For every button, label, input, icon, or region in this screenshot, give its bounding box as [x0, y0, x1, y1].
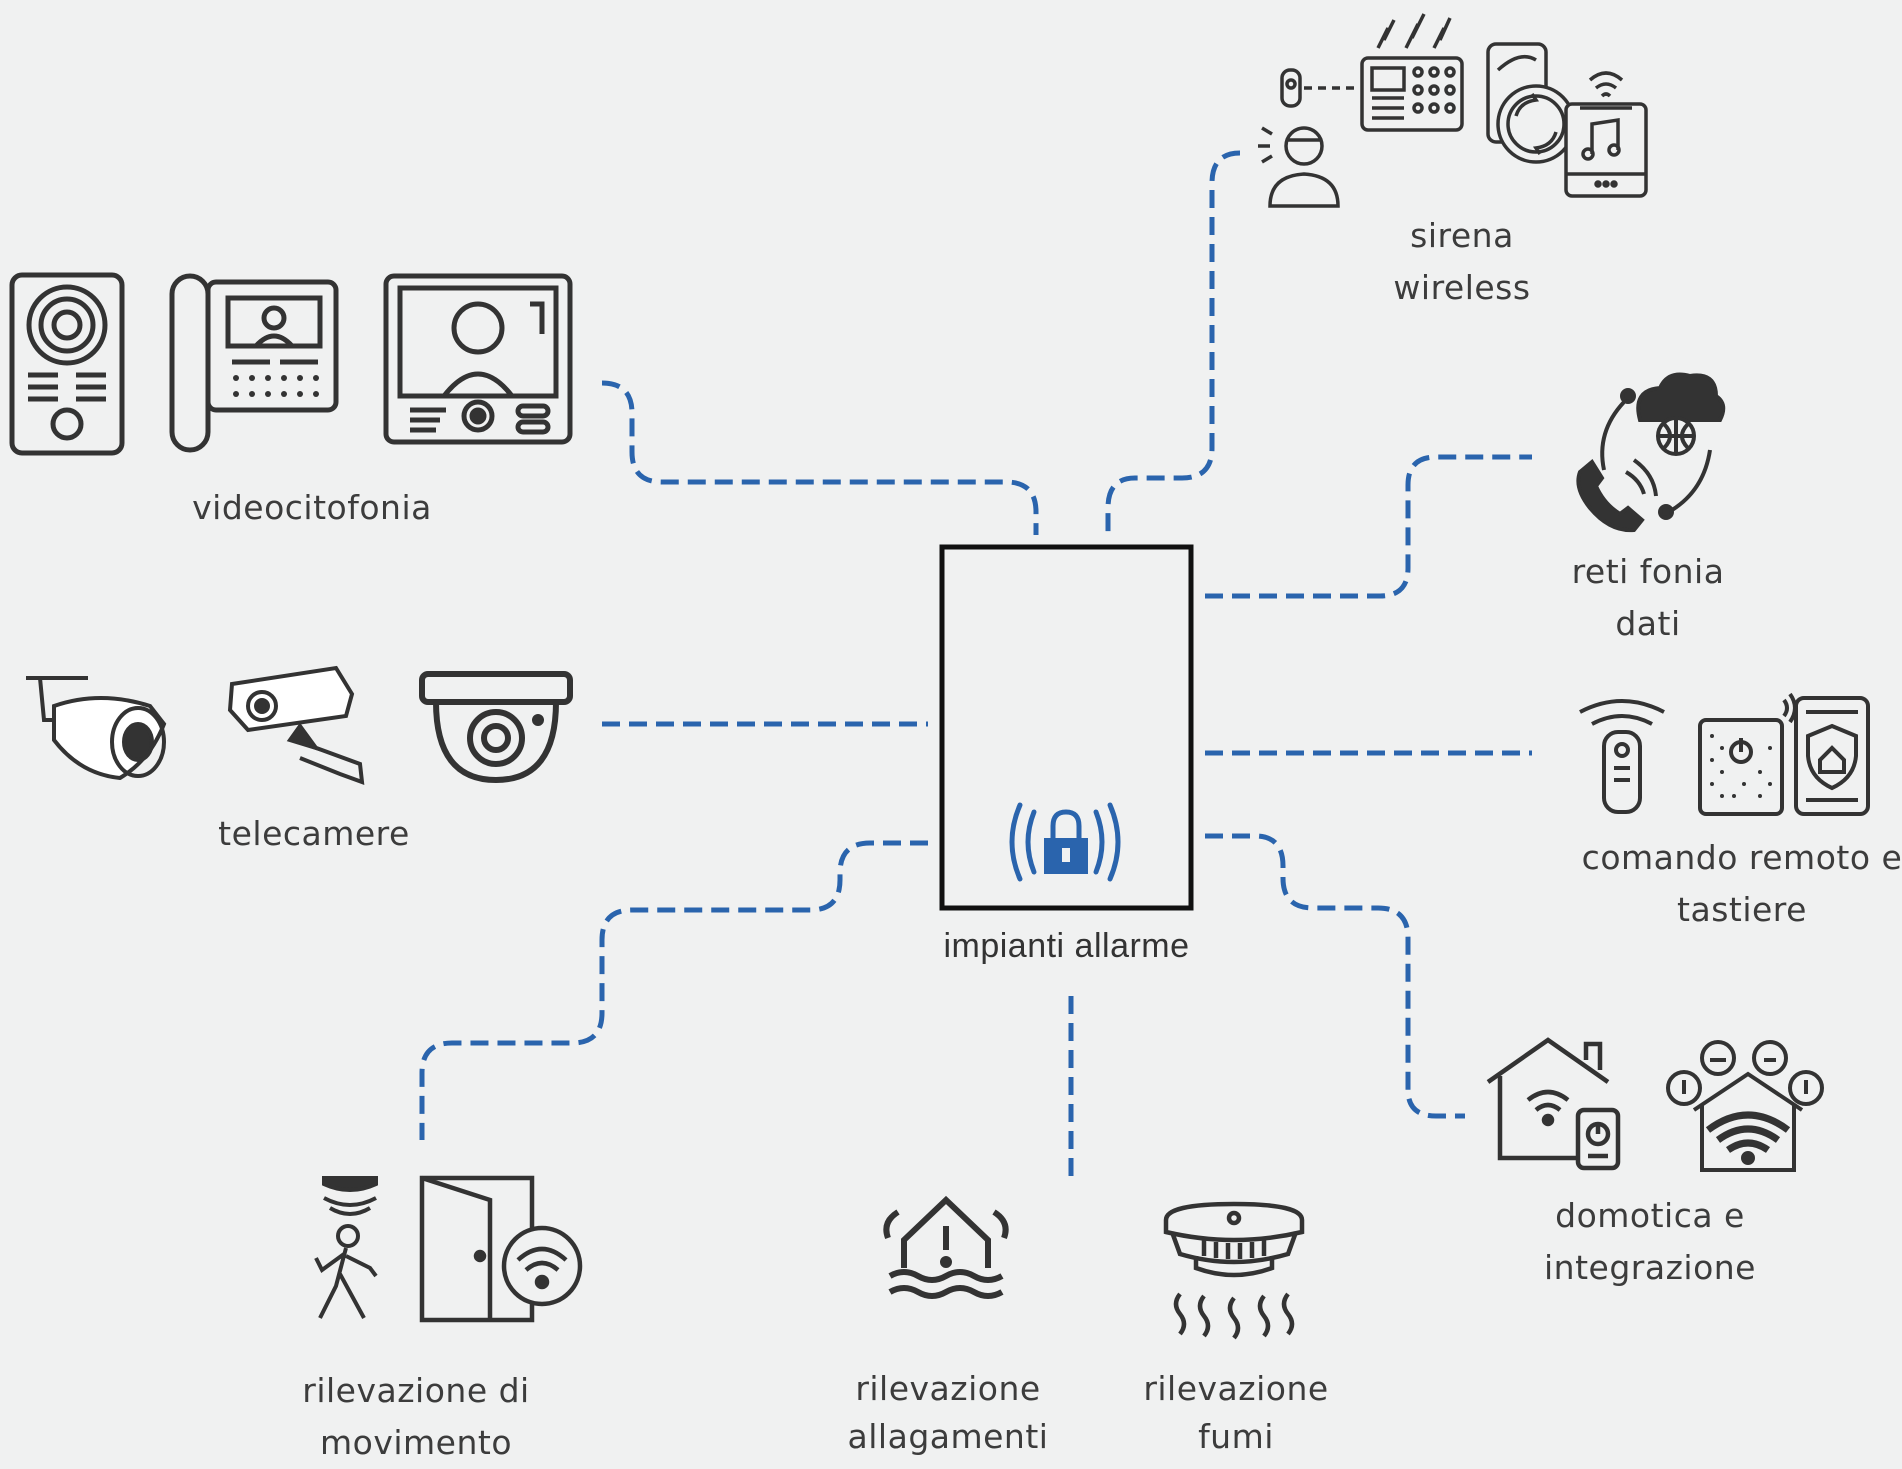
home-wifi-icon: [1666, 1040, 1824, 1172]
intercom-phone-icon: [169, 273, 339, 453]
alarm-panel: [939, 544, 1194, 911]
label-line: rilevazione: [855, 1369, 1041, 1408]
label-line: sirena: [1410, 216, 1514, 255]
label-sirena: sirena wireless: [1302, 210, 1622, 314]
label-reti: reti fonia dati: [1488, 546, 1808, 650]
connector-reti: [1205, 454, 1532, 599]
label-comando: comando remoto e tastiere: [1572, 832, 1902, 936]
smart-home-icon: [1486, 1037, 1621, 1171]
bullet-camera-icon: [26, 676, 167, 781]
label-line: videocitofonia: [192, 488, 432, 527]
remote-control-icon: [1579, 699, 1665, 814]
flood-alarm-icon: [883, 1195, 1009, 1299]
video-monitor-icon: [383, 273, 573, 445]
label-videocitofonia: videocitofonia: [152, 482, 472, 534]
label-fumi: rilevazione fumi: [1076, 1365, 1396, 1461]
label-line: reti fonia: [1571, 552, 1725, 591]
label-line: allagamenti: [847, 1417, 1049, 1456]
label-line: telecamere: [218, 814, 410, 853]
label-line: dati: [1615, 604, 1681, 643]
label-line: integrazione: [1544, 1248, 1756, 1287]
label-line: rilevazione: [1143, 1369, 1329, 1408]
doorbell-panel-icon: [9, 272, 125, 456]
wireless-siren-icon: [1258, 13, 1648, 208]
keypad-icon: [1698, 692, 1797, 816]
label-line: movimento: [319, 1423, 513, 1462]
center-label: impianti allarme: [943, 927, 1190, 965]
label-line: domotica e: [1555, 1196, 1745, 1235]
smartphone-shield-icon: [1794, 696, 1870, 816]
motion-sensor-icon: [314, 1176, 378, 1319]
connector-sirena: [1105, 150, 1241, 535]
connector-domotica: [1205, 833, 1465, 1119]
connectors: [419, 150, 1532, 1176]
connector-movimento: [419, 840, 928, 1140]
label-domotica: domotica e integrazione: [1490, 1190, 1810, 1294]
label-movimento: rilevazione di movimento: [256, 1365, 576, 1469]
label-line: tastiere: [1677, 890, 1807, 929]
smoke-detector-icon: [1163, 1201, 1305, 1340]
label-allagamenti: rilevazione allagamenti: [788, 1365, 1108, 1461]
box-camera-icon: [227, 665, 365, 785]
label-line: fumi: [1198, 1417, 1274, 1456]
label-telecamere: telecamere: [154, 808, 474, 860]
door-sensor-icon: [419, 1175, 583, 1323]
label-line: rilevazione di: [302, 1371, 530, 1410]
label-line: comando remoto e: [1581, 838, 1902, 877]
alarm-lock-icon: [1009, 802, 1121, 882]
connector-videocitofonia: [601, 380, 1039, 535]
label-line: wireless: [1393, 268, 1531, 307]
cloud-network-icon: [1576, 372, 1726, 533]
dome-camera-icon: [419, 671, 573, 784]
